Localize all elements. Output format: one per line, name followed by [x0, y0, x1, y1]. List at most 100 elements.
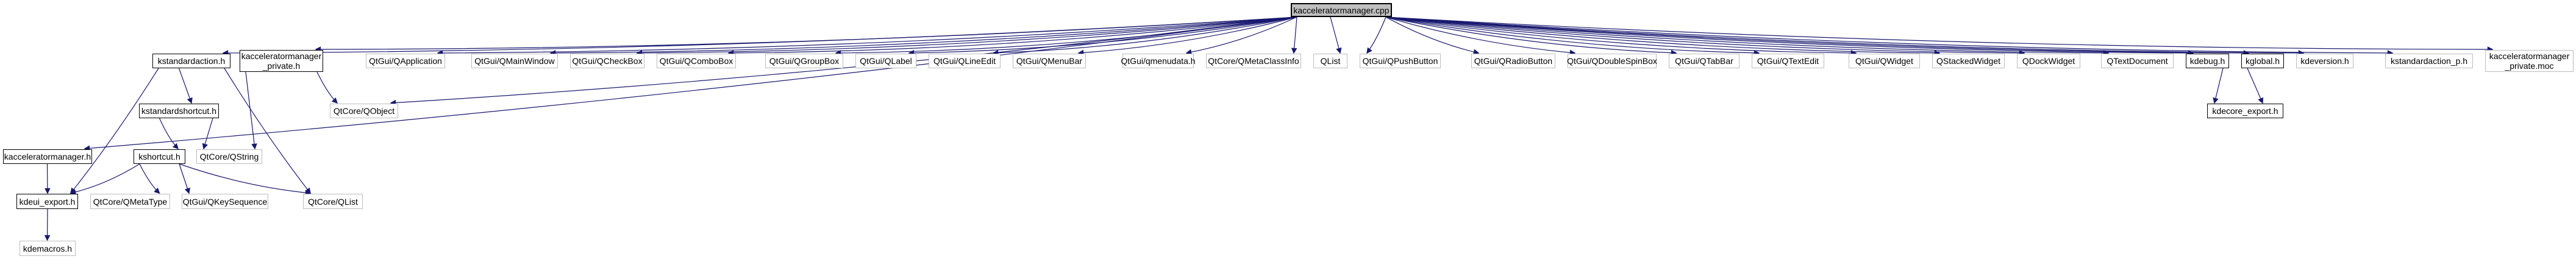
node-qdockwidget: QDockWidget — [2017, 54, 2080, 68]
edge-kacceleratormanager-cpp-to-qtgui-qmainwindow — [549, 16, 1297, 56]
node-label: kacceleratormanager.cpp — [1293, 5, 1390, 15]
node-qtgui-qcombobox: QtGui/QComboBox — [657, 54, 736, 68]
node-label: kacceleratormanager _private.moc — [2489, 51, 2570, 71]
node-label: QtGui/QComboBox — [659, 56, 733, 66]
node-label: QtCore/QString — [199, 152, 259, 161]
edge-kacceleratormanager-cpp-to-qtgui-qtabbar — [1385, 16, 1677, 56]
node-label: QtGui/QGroupBox — [769, 56, 840, 66]
node-kacceleratormanager-h[interactable]: kacceleratormanager.h — [3, 149, 92, 164]
edge-group — [44, 16, 2494, 241]
edge-kstandardshortcut-h-to-kshortcut-h — [159, 118, 179, 150]
edge-kstandardaction-h-to-kdeui-export-h — [70, 68, 159, 194]
node-label: QtGui/QKeySequence — [182, 196, 268, 207]
node-label: QTextDocument — [2107, 56, 2168, 66]
node-label: QtGui/QPushButton — [1362, 56, 1438, 66]
node-label: QtGui/QDoubleSpinBox — [1567, 56, 1657, 66]
node-kstandardaction-p-h: kstandardaction_p.h — [2385, 54, 2473, 68]
edge-kglobal-h-to-kdecore-export-h — [2247, 68, 2264, 104]
node-label: QStackedWidget — [1936, 56, 2001, 66]
node-label: QList — [1320, 56, 1341, 66]
node-qtcore-qmetaclassinfo: QtCore/QMetaClassInfo — [1206, 54, 1301, 68]
node-label: QtGui/QCheckBox — [572, 56, 643, 66]
node-label: QtGui/QRadioButton — [1474, 56, 1553, 66]
edge-kacceleratormanager-cpp-to-qtgui-qdoublespinbox — [1385, 16, 1576, 56]
node-label: QtGui/QTabBar — [1675, 56, 1733, 66]
edge-kshortcut-h-to-qtgui-qkeysequence — [179, 163, 190, 194]
edge-kstandardshortcut-h-to-qtcore-qstring — [202, 118, 213, 150]
node-label: kstandardaction.h — [157, 56, 226, 66]
node-label: kacceleratormanager.h — [4, 152, 91, 161]
edge-kacceleratormanager-cpp-to-kacceleratormanager-private-h — [315, 16, 1297, 52]
edge-kacceleratormanager-cpp-to-qtextdocument — [1385, 16, 2110, 56]
edge-kacceleratormanager-cpp-to-qtgui-qwidget — [1385, 16, 1857, 56]
edge-kacceleratormanager-cpp-to-kstandardaction-p-h — [1385, 16, 2394, 56]
node-kacceleratormanager-private-moc: kacceleratormanager _private.moc — [2485, 50, 2574, 72]
edge-kacceleratormanager-private-h-to-qtcore-qstring — [245, 71, 257, 150]
edge-kacceleratormanager-cpp-to-qtgui-qradiobutton — [1385, 16, 1480, 55]
node-qtextdocument: QTextDocument — [2101, 54, 2174, 68]
edge-kacceleratormanager-cpp-to-qtcore-qmetaclassinfo — [1291, 16, 1297, 54]
node-qtgui-qtextedit: QtGui/QTextEdit — [1752, 54, 1824, 68]
node-label: kdemacros.h — [23, 243, 73, 254]
edge-kacceleratormanager-private-h-to-qtcore-qobject — [316, 71, 338, 104]
node-kdecore-export-h[interactable]: kdecore_export.h — [2207, 104, 2283, 118]
node-qtgui-qwidget: QtGui/QWidget — [1849, 54, 1920, 68]
node-kdeversion-h: kdeversion.h — [2296, 54, 2353, 68]
edge-kacceleratormanager-cpp-to-qdockwidget — [1385, 16, 2025, 56]
node-kdemacros-h: kdemacros.h — [20, 241, 76, 256]
node-label: QtCore/QMetaType — [93, 196, 168, 207]
node-qtgui-qcheckbox: QtGui/QCheckBox — [570, 54, 644, 68]
node-label: kstandardaction_p.h — [2390, 56, 2468, 66]
node-kdebug-h[interactable]: kdebug.h — [2186, 54, 2229, 68]
node-label: QtGui/QLineEdit — [933, 56, 996, 66]
node-label: QtGui/QTextEdit — [1757, 56, 1819, 66]
edge-kacceleratormanager-cpp-to-qtgui-qlineedit — [992, 16, 1297, 56]
edge-kacceleratormanager-cpp-to-kdebug-h — [1385, 16, 2194, 56]
node-label: kdebug.h — [2189, 56, 2225, 66]
node-label: kdeversion.h — [2300, 56, 2349, 66]
node-kshortcut-h[interactable]: kshortcut.h — [134, 149, 185, 164]
node-qtgui-qkeysequence: QtGui/QKeySequence — [182, 194, 268, 209]
node-qtcore-qmetatype: QtCore/QMetaType — [90, 194, 170, 209]
node-label: kshortcut.h — [138, 152, 180, 161]
edge-kacceleratormanager-cpp-to-qtgui-qcombobox — [727, 16, 1297, 56]
edge-kacceleratormanager-cpp-to-qtgui-qcheckbox — [636, 16, 1297, 56]
node-label: kglobal.h — [2245, 56, 2280, 66]
node-label: QtGui/QMainWindow — [474, 56, 555, 66]
edge-kacceleratormanager-cpp-to-qtgui-qpushbutton — [1366, 16, 1386, 54]
edge-kacceleratormanager-cpp-to-kglobal-h — [1385, 16, 2250, 56]
node-label: QtGui/QWidget — [1855, 56, 1913, 66]
node-qtgui-qdoublespinbox: QtGui/QDoubleSpinBox — [1567, 54, 1657, 68]
node-label: QtCore/QObject — [333, 106, 395, 116]
edge-kacceleratormanager-cpp-to-kdeversion-h — [1385, 16, 2305, 56]
node-label: QDockWidget — [2022, 56, 2075, 66]
node-qtcore-qobject: QtCore/QObject — [330, 104, 398, 118]
node-kstandardaction-h[interactable]: kstandardaction.h — [152, 54, 230, 68]
node-qtgui-qgroupbox: QtGui/QGroupBox — [765, 54, 843, 68]
node-label: QtGui/qmenudata.h — [1121, 56, 1196, 66]
node-kstandardshortcut-h[interactable]: kstandardshortcut.h — [139, 104, 219, 118]
node-qtgui-qmenudata-h: QtGui/qmenudata.h — [1121, 54, 1196, 68]
edge-kstandardaction-h-to-kstandardshortcut-h — [178, 68, 193, 104]
node-label: kacceleratormanager _private.h — [241, 51, 322, 71]
edge-kacceleratormanager-cpp-to-kacceleratormanager-private-moc — [1385, 16, 2494, 52]
edge-kacceleratormanager-cpp-to-qtgui-qmenubar — [1077, 16, 1297, 56]
node-kacceleratormanager-private-h[interactable]: kacceleratormanager _private.h — [240, 50, 323, 72]
node-qtgui-qapplication: QtGui/QApplication — [366, 54, 445, 68]
node-kglobal-h[interactable]: kglobal.h — [2241, 54, 2284, 68]
edge-kshortcut-h-to-kdeui-export-h — [70, 163, 140, 195]
node-qtgui-qradiobutton: QtGui/QRadioButton — [1471, 54, 1555, 68]
edge-kacceleratormanager-cpp-to-qstackedwidget — [1385, 16, 1941, 56]
node-kdeui-export-h[interactable]: kdeui_export.h — [16, 194, 78, 209]
node-kacceleratormanager-cpp: kacceleratormanager.cpp — [1291, 3, 1392, 17]
node-qstackedwidget: QStackedWidget — [1932, 54, 2005, 68]
node-label: QtCore/QMetaClassInfo — [1208, 56, 1299, 66]
node-label: kdecore_export.h — [2212, 106, 2278, 116]
node-qtgui-qpushbutton: QtGui/QPushButton — [1360, 54, 1441, 68]
edge-kdebug-h-to-kdecore-export-h — [2213, 68, 2224, 104]
edge-kacceleratormanager-cpp-to-qlist — [1330, 16, 1342, 54]
node-qtgui-qlabel: QtGui/QLabel — [855, 54, 916, 68]
node-qtgui-qtabbar: QtGui/QTabBar — [1669, 54, 1739, 68]
